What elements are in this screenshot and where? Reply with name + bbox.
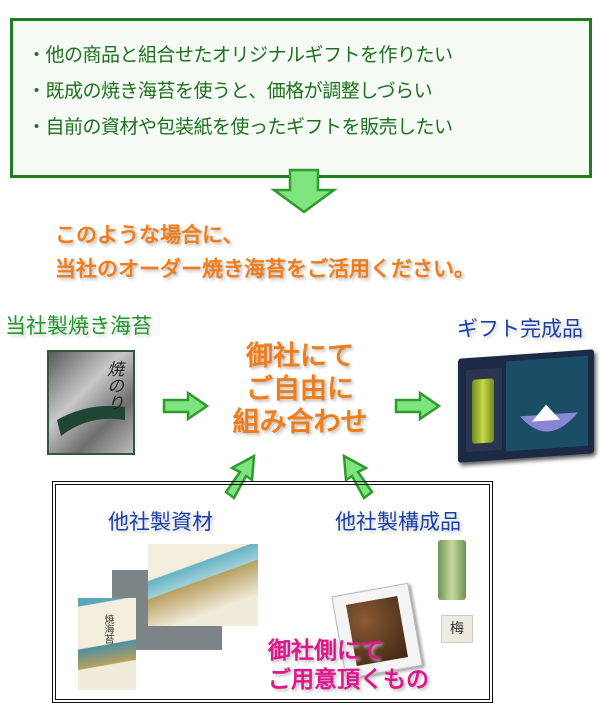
components-label: 他社製構成品: [335, 510, 461, 534]
gift-box-image: [458, 349, 594, 463]
packaging-boxes-image: 焼海苔: [78, 542, 268, 692]
materials-label: 他社製資材: [108, 510, 213, 534]
result-label: ギフト完成品: [457, 317, 583, 341]
prepared-line: 御社側にて: [268, 638, 383, 664]
small-box-text: 梅: [450, 621, 464, 637]
arrow-right-icon: [162, 391, 210, 421]
arrow-up-right-icon: [224, 453, 256, 500]
combine-line: ご自由に: [246, 374, 354, 405]
arrow-down-icon: [270, 168, 338, 214]
combine-text: 御社にて ご自由に 組み合わせ: [220, 340, 380, 439]
lead-text: このような場合に、 当社のオーダー焼き海苔をご活用ください。: [55, 218, 475, 286]
arrow-right-icon: [394, 391, 442, 421]
need-item: ・他の商品と組合せたオリジナルギフトを作りたい: [27, 44, 453, 66]
need-item: ・既成の焼き海苔を使うと、価格が調整しづらい: [27, 80, 433, 102]
prepared-by-client-text: 御社側にて ご用意頂くもの: [268, 637, 429, 695]
tea-tin-image: [438, 540, 466, 600]
prepared-line: ご用意頂くもの: [268, 667, 429, 693]
combine-line: 組み合わせ: [232, 407, 368, 438]
nori-package-text: 焼のり: [103, 360, 123, 411]
prepared-items-box: [52, 481, 493, 703]
box-text: 焼海苔: [102, 614, 113, 644]
needs-box: ・他の商品と組合せたオリジナルギフトを作りたい ・既成の焼き海苔を使うと、価格が…: [10, 18, 592, 178]
lead-line-1: このような場合に、: [55, 223, 244, 247]
lead-line-2: 当社のオーダー焼き海苔をご活用ください。: [55, 257, 475, 281]
small-box-image: 梅: [441, 615, 473, 643]
need-item: ・自前の資材や包装紙を使ったギフトを販売したい: [27, 116, 453, 138]
combine-line: 御社にて: [246, 341, 354, 372]
own-product-label: 当社製焼き海苔: [5, 314, 152, 338]
nori-package-image: 焼のり: [47, 350, 135, 455]
arrow-up-left-icon: [342, 453, 374, 500]
